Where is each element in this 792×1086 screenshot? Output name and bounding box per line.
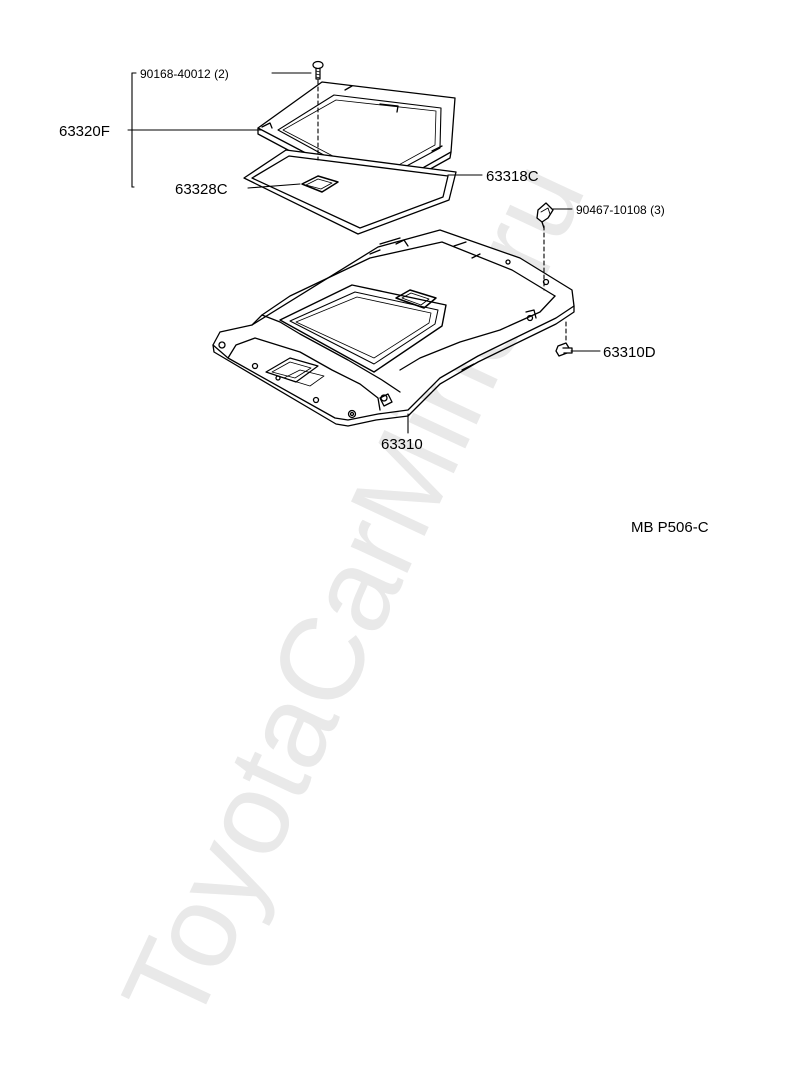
label-seal: 63328C	[175, 181, 228, 198]
sunroof-seal	[243, 149, 457, 235]
callout-labels: 90168-40012 (2) 63320F 63328C 63318C 904…	[59, 67, 709, 536]
label-headliner: 63310	[381, 436, 423, 453]
drawing-code: MB P506-C	[631, 519, 709, 536]
label-frame: 63318C	[486, 168, 539, 185]
label-sunroof-trim: 63320F	[59, 123, 110, 140]
label-retainer: 63310D	[603, 344, 656, 361]
label-bolt: 90168-40012 (2)	[140, 67, 229, 81]
headliner-panel	[212, 229, 575, 427]
retainer-part	[555, 342, 573, 357]
leader-lines	[127, 72, 601, 434]
assembly-lines	[317, 79, 567, 343]
label-clip: 90467-10108 (3)	[576, 203, 665, 217]
bolt-part	[312, 60, 324, 80]
